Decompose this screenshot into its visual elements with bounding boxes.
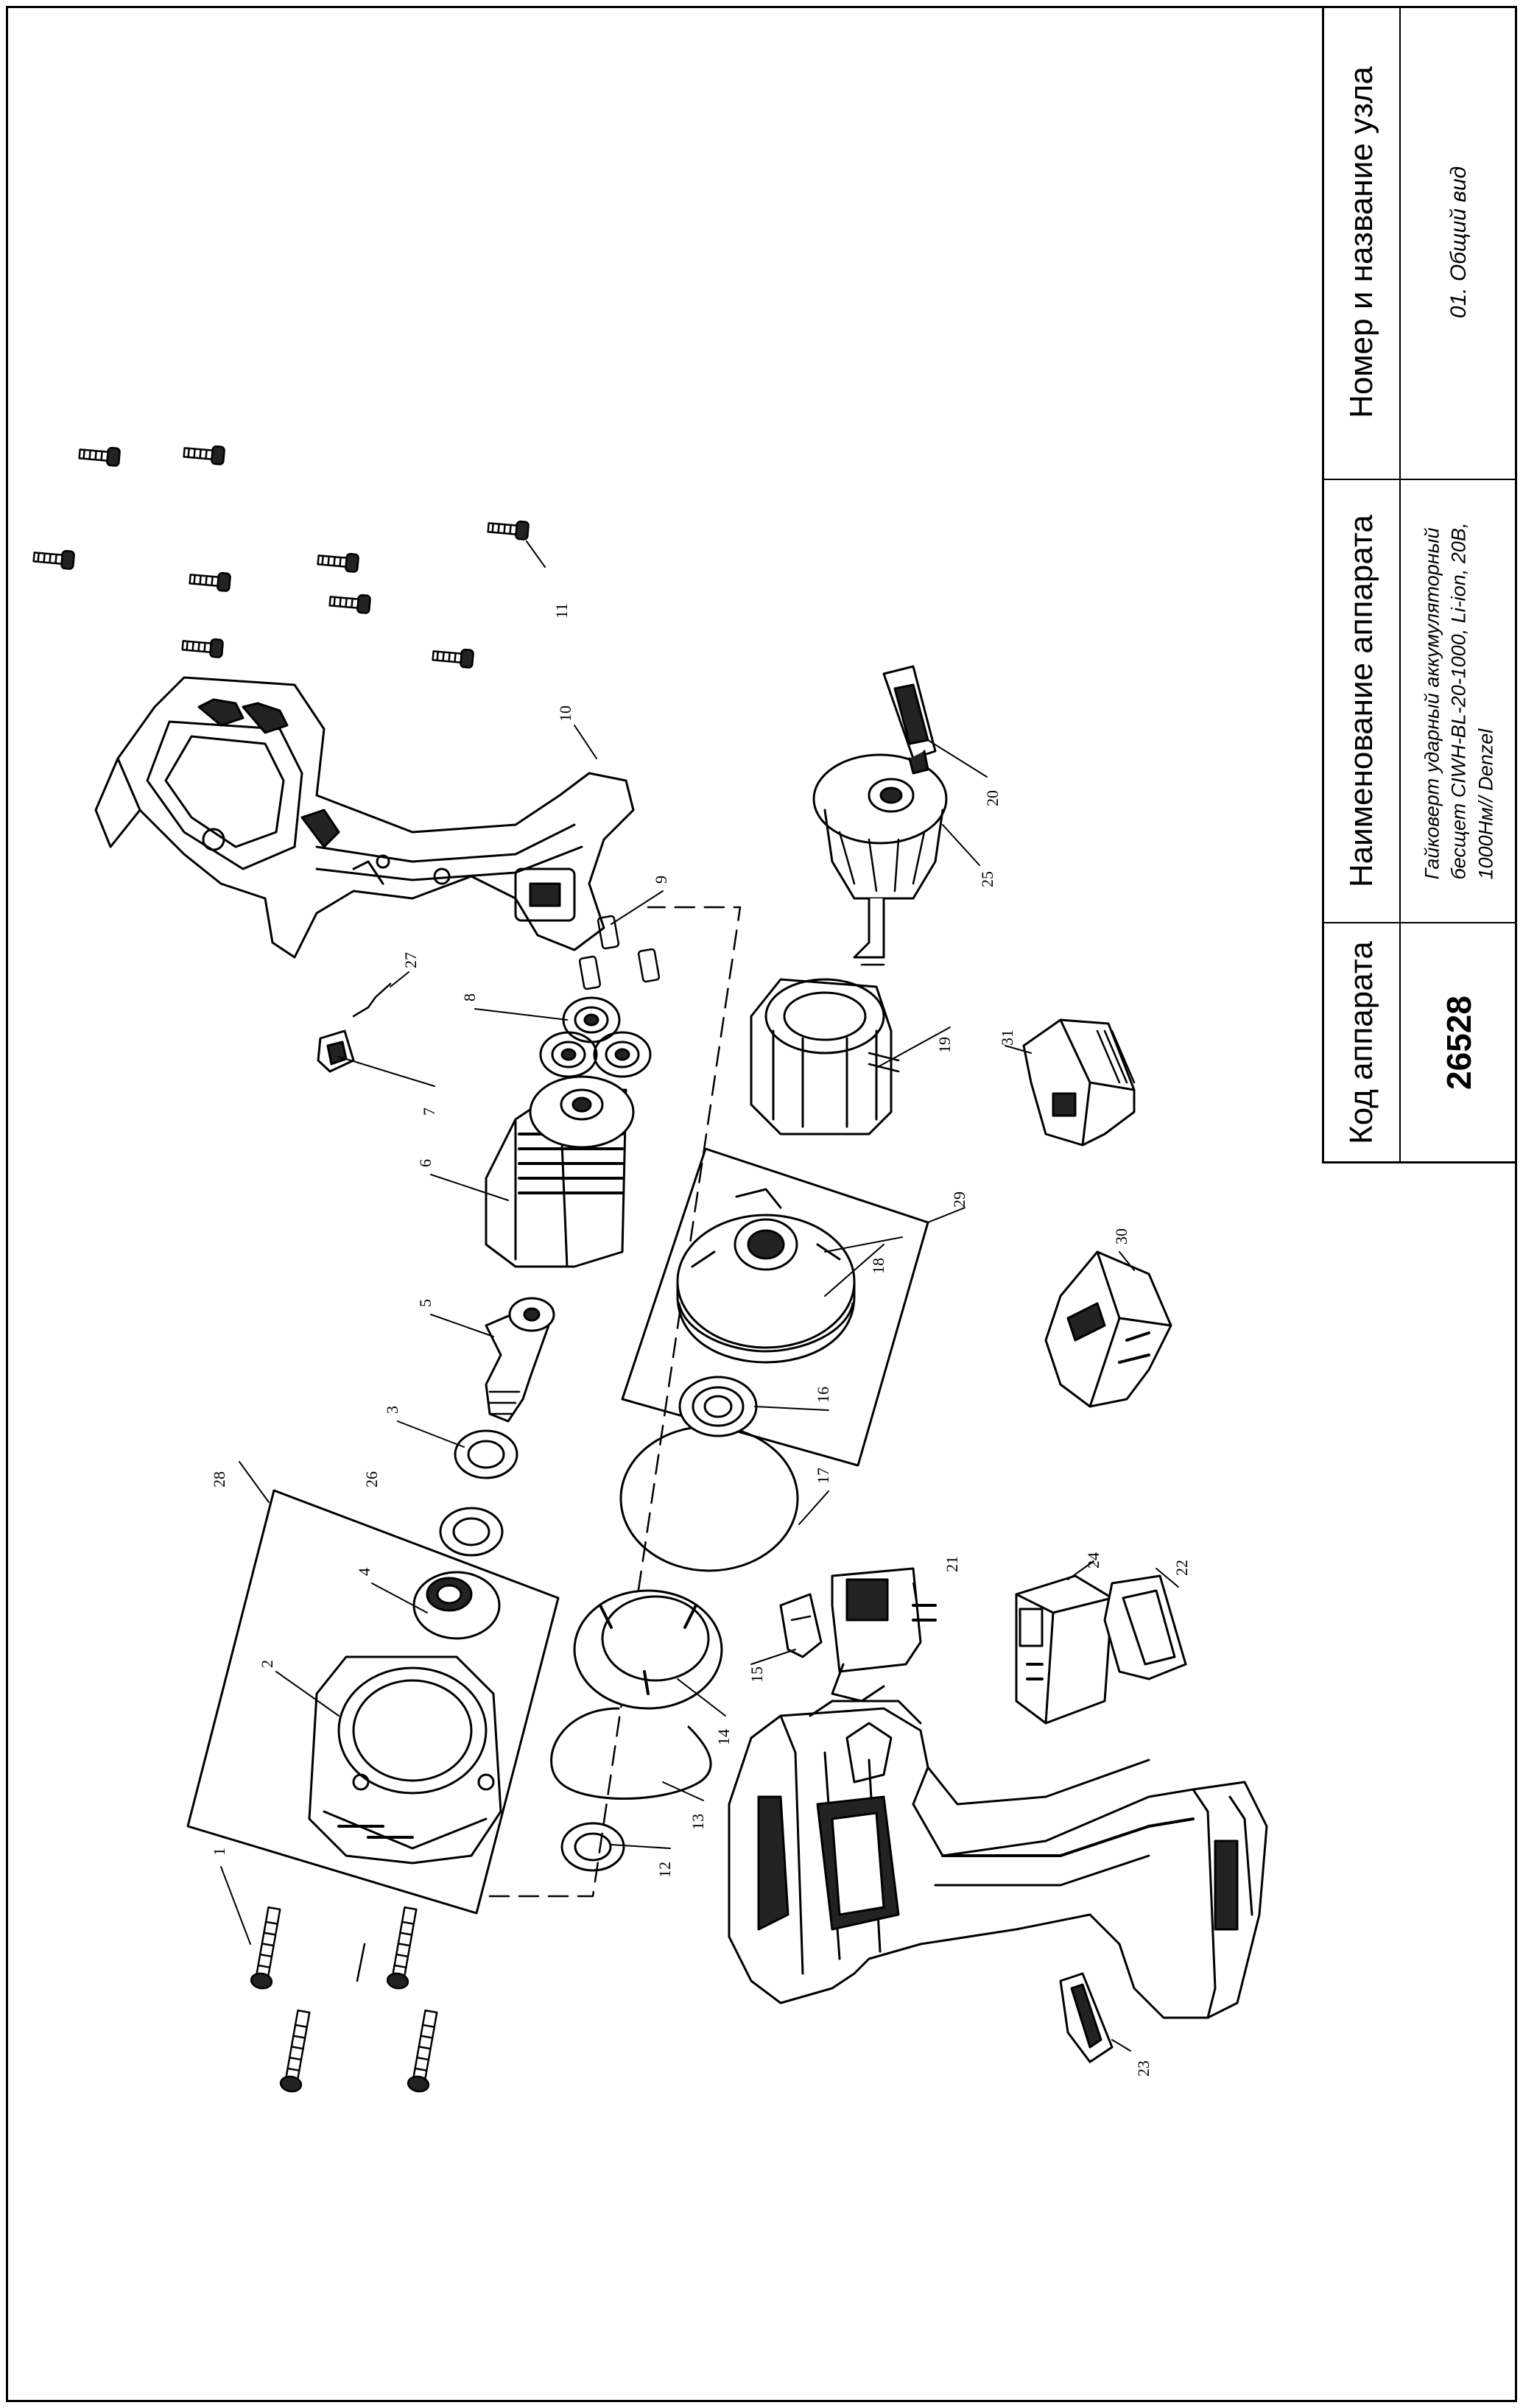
label-19: 19	[935, 1037, 954, 1053]
label-20: 20	[983, 790, 1002, 806]
ring-gear	[573, 1589, 723, 1710]
label-2: 2	[258, 1660, 276, 1668]
label-9: 9	[652, 876, 670, 884]
label-18: 18	[869, 1258, 887, 1274]
battery-pack	[1044, 1250, 1172, 1408]
label-21: 21	[943, 1556, 961, 1572]
trigger-switch	[831, 1567, 937, 1703]
label-25: 25	[978, 871, 996, 887]
label-12: 12	[655, 1862, 674, 1878]
label-13: 13	[689, 1814, 707, 1830]
circlip	[550, 1707, 712, 1800]
label-6: 6	[416, 1159, 435, 1167]
group-box-29	[621, 1147, 929, 1467]
title-block-row-divider-1	[1322, 479, 1517, 480]
group-box-28	[186, 1489, 560, 1915]
label-22: 22	[1172, 1560, 1191, 1576]
label-15: 15	[748, 1666, 766, 1683]
label-29: 29	[950, 1191, 968, 1208]
housing-half	[94, 676, 635, 959]
front-housing	[308, 1655, 502, 1865]
label-14: 14	[714, 1729, 733, 1745]
led-lens	[1059, 1972, 1114, 2063]
leader-lines	[220, 541, 1179, 2052]
title-block-left-border	[1322, 6, 1324, 1163]
part-labels: 1 2 3 4 5 6 7 8 9 10 11 12 13 14 15 16 1…	[210, 603, 1191, 2077]
title-block-row-divider-2	[1322, 922, 1517, 923]
label-3: 3	[383, 1406, 401, 1414]
planet-gears	[539, 996, 652, 1078]
hammer-mechanism	[485, 1075, 635, 1268]
label-31: 31	[998, 1029, 1016, 1046]
long-screws	[250, 1906, 438, 2093]
assembled-tool	[728, 1700, 1268, 2019]
label-24: 24	[1084, 1552, 1102, 1569]
label-5: 5	[416, 1299, 435, 1307]
control-board	[1015, 1574, 1114, 1725]
o-ring	[619, 1425, 799, 1572]
label-27: 27	[401, 952, 420, 968]
label-16: 16	[814, 1387, 832, 1403]
screw-group	[32, 445, 530, 669]
label-1: 1	[210, 1848, 228, 1856]
label-23: 23	[1134, 2060, 1153, 2077]
title-block-column-divider	[1399, 6, 1401, 1163]
pin-set	[578, 915, 661, 990]
washer-3	[454, 1429, 518, 1479]
label-8: 8	[460, 993, 479, 1001]
battery-pack-top	[1022, 1018, 1136, 1147]
motor-stator	[750, 978, 900, 1136]
label-30: 30	[1112, 1228, 1130, 1245]
label-10: 10	[556, 705, 574, 722]
spring-wire	[352, 982, 392, 1018]
gearbox-plate	[676, 1188, 856, 1364]
trigger	[779, 1593, 823, 1658]
motor-rotor	[812, 753, 948, 966]
label-28: 28	[210, 1471, 228, 1488]
label-17: 17	[814, 1468, 832, 1484]
washer-12	[560, 1822, 625, 1872]
anvil	[485, 1297, 555, 1423]
title-block-bottom-border	[1322, 1161, 1517, 1163]
drawing-frame	[6, 6, 1517, 2402]
label-26: 26	[362, 1471, 381, 1488]
bearing	[678, 1376, 758, 1437]
base-cover	[1103, 1574, 1187, 1680]
assembly-axis	[488, 906, 742, 1898]
label-7: 7	[420, 1108, 438, 1116]
washer-26	[439, 1507, 504, 1557]
small-block	[317, 1029, 355, 1073]
label-11: 11	[552, 603, 571, 619]
label-4: 4	[355, 1568, 373, 1576]
bushing-4	[412, 1571, 501, 1640]
